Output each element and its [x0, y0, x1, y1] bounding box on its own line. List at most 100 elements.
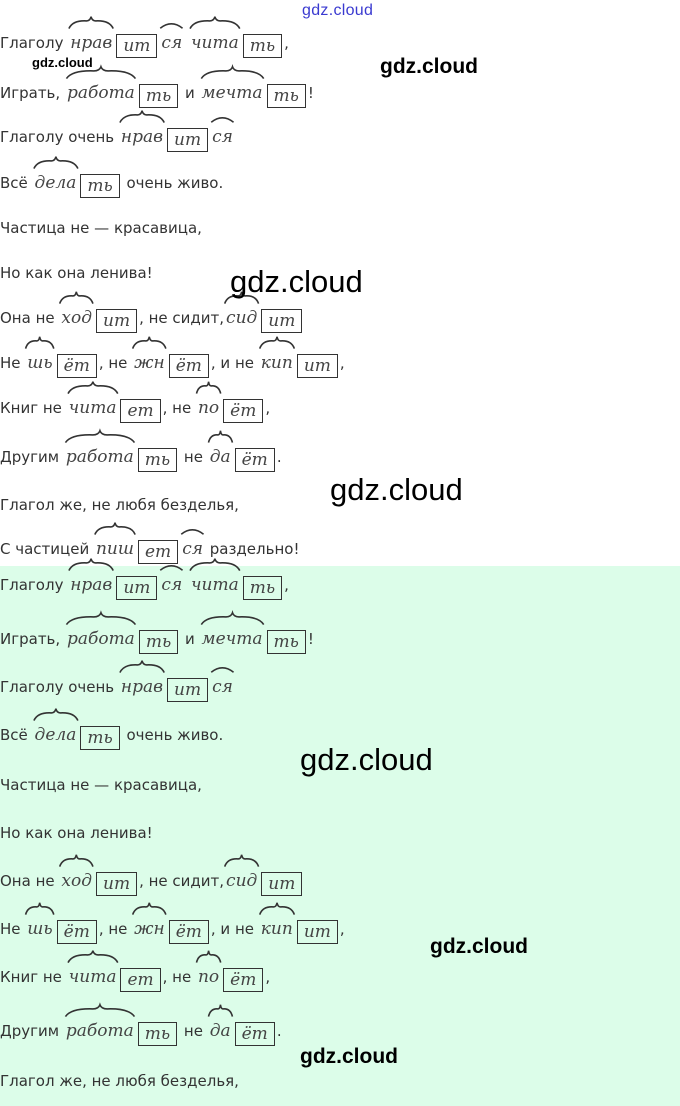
morpheme-ending: ть	[242, 576, 283, 600]
text: , не	[162, 399, 196, 417]
morpheme-ending: ть	[137, 1022, 178, 1046]
text: .	[276, 448, 282, 466]
morpheme-root: работа	[65, 624, 137, 654]
morpheme-root: нрав	[68, 28, 114, 58]
watermark: gdz.cloud	[32, 55, 93, 70]
root-arc-icon	[33, 156, 79, 170]
text: Играть,	[0, 630, 65, 648]
morpheme-root: сид	[224, 866, 259, 896]
morpheme-root: по	[196, 962, 221, 992]
root-arc-icon	[64, 1004, 136, 1018]
morpheme-ending: ть	[80, 174, 120, 198]
morpheme-ending: ит	[261, 872, 303, 896]
morpheme-root: да	[208, 1016, 233, 1046]
poem-line: Но как она ленива!	[0, 258, 153, 288]
morpheme-ending: ёт	[168, 354, 209, 378]
morpheme-postfix: ся	[159, 570, 184, 600]
text: очень живо.	[121, 726, 224, 744]
text: Другим	[0, 1022, 64, 1040]
poem-line: Частица не — красавица,	[0, 770, 202, 800]
text: , не сидит,	[139, 872, 225, 890]
poem-line: Глагол же, не любя безделья,	[0, 1066, 239, 1096]
root-arc-icon	[64, 430, 136, 444]
text: !	[307, 84, 314, 102]
text: Не	[0, 920, 26, 938]
morpheme-root: чита	[189, 28, 241, 58]
morpheme-ending: ит	[261, 309, 303, 333]
highlighted-section-background	[0, 566, 680, 1106]
root-arc-icon	[33, 708, 79, 722]
root-arc-icon	[65, 66, 137, 80]
morpheme-root: ход	[59, 866, 94, 896]
morpheme-root: шь	[25, 914, 54, 944]
text: Всё	[0, 726, 33, 744]
text: !	[307, 630, 314, 648]
morpheme-ending: ть	[80, 726, 120, 750]
text: Глаголу очень	[0, 678, 119, 696]
text: Не	[0, 354, 26, 372]
morpheme-ending: ит	[167, 678, 209, 702]
morpheme-root: кип	[259, 914, 295, 944]
morpheme-root: ход	[59, 303, 94, 333]
text: Она не	[0, 872, 60, 890]
text: раздельно!	[204, 540, 300, 558]
root-arc-icon	[208, 430, 233, 444]
root-arc-icon	[224, 854, 259, 868]
text: Но как она ленива!	[0, 264, 153, 282]
text: С частицей	[0, 540, 94, 558]
watermark: gdz.cloud	[380, 55, 478, 78]
postfix-arc-icon	[210, 665, 235, 673]
text: , не	[98, 920, 133, 938]
root-arc-icon	[119, 660, 165, 674]
text: Глаголу очень	[0, 128, 119, 146]
morpheme-root: чита	[67, 962, 119, 992]
morpheme-ending: ёт	[234, 1022, 275, 1046]
root-arc-icon	[25, 902, 54, 916]
morpheme-ending: ит	[116, 34, 158, 58]
text: Играть,	[0, 84, 65, 102]
morpheme-root: кип	[259, 348, 295, 378]
morpheme-ending: ёт	[223, 399, 264, 423]
morpheme-root: дела	[33, 720, 79, 750]
morpheme-root: пиш	[94, 534, 136, 564]
postfix-arc-icon	[210, 115, 235, 123]
morpheme-root: нрав	[68, 570, 114, 600]
postfix-arc-icon	[159, 21, 184, 29]
morpheme-root: мечта	[200, 78, 265, 108]
text: , не	[98, 354, 133, 372]
morpheme-ending: ит	[167, 128, 209, 152]
morpheme-ending: ет	[120, 968, 161, 992]
text: ,	[265, 968, 271, 986]
text: , не	[162, 968, 196, 986]
root-arc-icon	[25, 336, 54, 350]
postfix-arc-icon	[159, 563, 184, 571]
root-arc-icon	[196, 950, 221, 964]
root-arc-icon	[68, 16, 114, 30]
text: ,	[339, 354, 345, 372]
root-arc-icon	[132, 902, 167, 916]
morpheme-ending: ит	[296, 920, 338, 944]
morpheme-ending: ит	[96, 872, 138, 896]
watermark-top: gdz.cloud	[302, 2, 374, 19]
text: ,	[339, 920, 345, 938]
morpheme-root: жн	[132, 914, 167, 944]
poem-line: Глагол же, не любя безделья,	[0, 490, 239, 520]
root-arc-icon	[189, 558, 241, 572]
morpheme-postfix: ся	[210, 122, 235, 152]
root-arc-icon	[59, 291, 94, 305]
morpheme-ending: ть	[137, 448, 178, 472]
text: Она не	[0, 309, 60, 327]
root-arc-icon	[68, 558, 114, 572]
morpheme-root: шь	[25, 348, 54, 378]
root-arc-icon	[67, 381, 119, 395]
text: Глаголу	[0, 576, 69, 594]
